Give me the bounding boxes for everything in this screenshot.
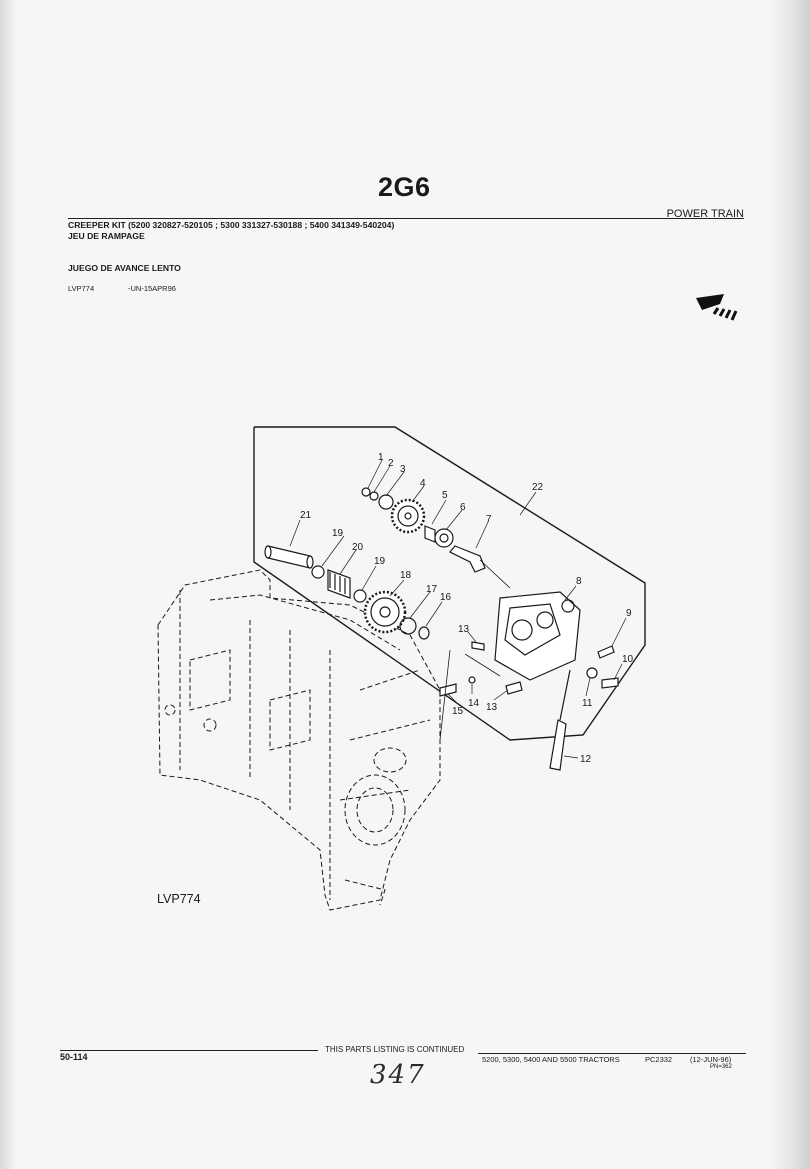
title-french: JEU DE RAMPAGE [68,231,145,241]
callout-7: 7 [486,514,492,525]
page-edge [0,0,14,1169]
washer [586,667,598,679]
transmission-housing [157,569,441,911]
assembly-lines [439,559,511,741]
callout-6: 6 [460,502,466,513]
dowel-pin [471,641,485,651]
direction-arrow-icon [696,294,738,321]
callout-5: 5 [442,490,448,501]
page-edge [770,0,810,1169]
drive-gear [390,498,426,534]
callout-13: 13 [486,702,498,713]
illustration-code: LVP774 [68,284,95,293]
snap-ring [399,617,417,635]
nut [361,487,371,497]
bearing [434,528,454,548]
callout-11: 11 [582,698,593,709]
callout-21: 21 [300,510,312,521]
bolt [597,645,615,659]
title-english: CREEPER KIT (5200 320827-520105 ; 5300 3… [68,220,395,230]
callout-14: 14 [468,698,480,709]
needle-bearing [311,565,325,579]
input-shaft [449,545,486,573]
callout-9: 9 [626,608,632,619]
callout-18: 18 [400,570,412,581]
handwritten-page-number: 347 [370,1060,426,1090]
callout-19: 19 [374,556,386,567]
callout-20: 20 [352,542,364,553]
needle-bearing [353,589,367,603]
callout-8: 8 [576,576,582,587]
callout-2: 2 [388,458,394,469]
continued-note: THIS PARTS LISTING IS CONTINUED [325,1045,465,1054]
callout-22: 22 [532,482,544,493]
title-spanish: JUEGO DE AVANCE LENTO [68,263,181,273]
callout-10: 10 [622,654,634,665]
section-code: 2G6 [378,172,431,202]
shaft [264,545,314,569]
callout-17: 17 [426,584,438,595]
kit-outline [253,426,646,741]
creeper-housing [494,591,581,681]
bearing [378,494,394,510]
callout-13: 13 [458,624,470,635]
category-label: POWER TRAIN [666,208,744,220]
pinion-gear [327,569,351,599]
callout-16: 16 [440,592,452,603]
callout-1: 1 [378,452,384,463]
footer-divider [478,1053,746,1054]
callout-3: 3 [400,464,406,475]
header-divider [68,218,744,219]
dowel-pin [505,681,523,695]
speed-sensor [549,669,571,771]
creeper-gear [363,590,407,634]
leader-lines [289,459,627,759]
callout-19: 19 [332,528,344,539]
publication-code: PC2332 [645,1055,673,1064]
tractor-models: 5200, 5300, 5400 AND 5500 TRACTORS [482,1055,620,1064]
page-number-code: PN=362 [710,1064,732,1070]
callout-12: 12 [580,754,592,765]
page-reference: 50-114 [60,1052,88,1062]
bolt [601,677,619,689]
thrust-washer [418,626,430,640]
exploded-parts-diagram: 1 2 3 4 5 6 7 8 9 10 11 12 13 13 14 15 1… [157,426,646,911]
washer [369,491,379,501]
lock-washer [468,676,476,684]
callout-4: 4 [420,478,426,489]
footer-divider [60,1050,318,1051]
bolt [439,683,457,697]
callout-15: 15 [452,706,464,717]
sleeve [424,525,436,543]
illustration-date: -UN-15APR96 [128,284,176,293]
figure-label: LVP774 [157,892,201,906]
publication-date: (12-JUN-96) [690,1055,732,1064]
